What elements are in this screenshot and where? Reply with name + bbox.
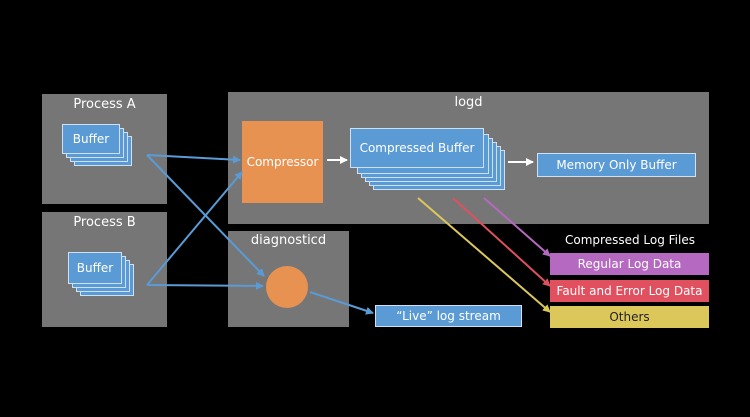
process-a-title: Process A	[73, 97, 136, 112]
diagnosticd-node	[266, 266, 308, 308]
compressed-buffer-label: Compressed Buffer	[359, 141, 475, 155]
process-a-buffer-label: Buffer	[72, 132, 110, 146]
live-log-stream: “Live” log stream	[375, 305, 522, 327]
process-b-title: Process B	[73, 215, 136, 230]
blue-arrows	[146, 154, 374, 315]
memory-only-buffer: Memory Only Buffer	[537, 153, 696, 177]
process-b-buffer: Buffer	[68, 252, 122, 284]
arrow-diagnosticd-to-live	[309, 291, 374, 315]
others-log-data: Others	[550, 306, 709, 328]
arrow-a-to-compressor	[146, 154, 241, 164]
process-b-buffer-label: Buffer	[76, 261, 114, 275]
process-a-buffer: Buffer	[62, 124, 120, 154]
live-log-stream-label: “Live” log stream	[396, 309, 501, 323]
regular-log-data-label: Regular Log Data	[577, 257, 682, 271]
fault-and-error-log-data-label: Fault and Error Log Data	[556, 284, 703, 298]
arrow-to-fault	[452, 197, 551, 287]
arrow-to-regular	[483, 197, 551, 257]
regular-log-data: Regular Log Data	[550, 253, 709, 275]
white-arrows	[327, 156, 534, 166]
logd-title: logd	[454, 95, 483, 110]
arrow-b-to-diagnosticd	[146, 281, 264, 290]
others-log-data-label: Others	[609, 310, 650, 324]
compressed-log-files-title: Compressed Log Files	[565, 233, 695, 247]
compressed-buffer: Compressed Buffer	[350, 128, 484, 168]
memory-only-buffer-label: Memory Only Buffer	[556, 158, 677, 172]
arrow-to-others	[417, 197, 551, 313]
compressor-box: Compressor	[242, 121, 323, 203]
fault-and-error-log-data: Fault and Error Log Data	[550, 280, 709, 302]
compressor-label: Compressor	[246, 155, 319, 169]
diagnosticd-title: diagnosticd	[250, 233, 327, 248]
arrow-b-to-compressor	[146, 171, 243, 286]
